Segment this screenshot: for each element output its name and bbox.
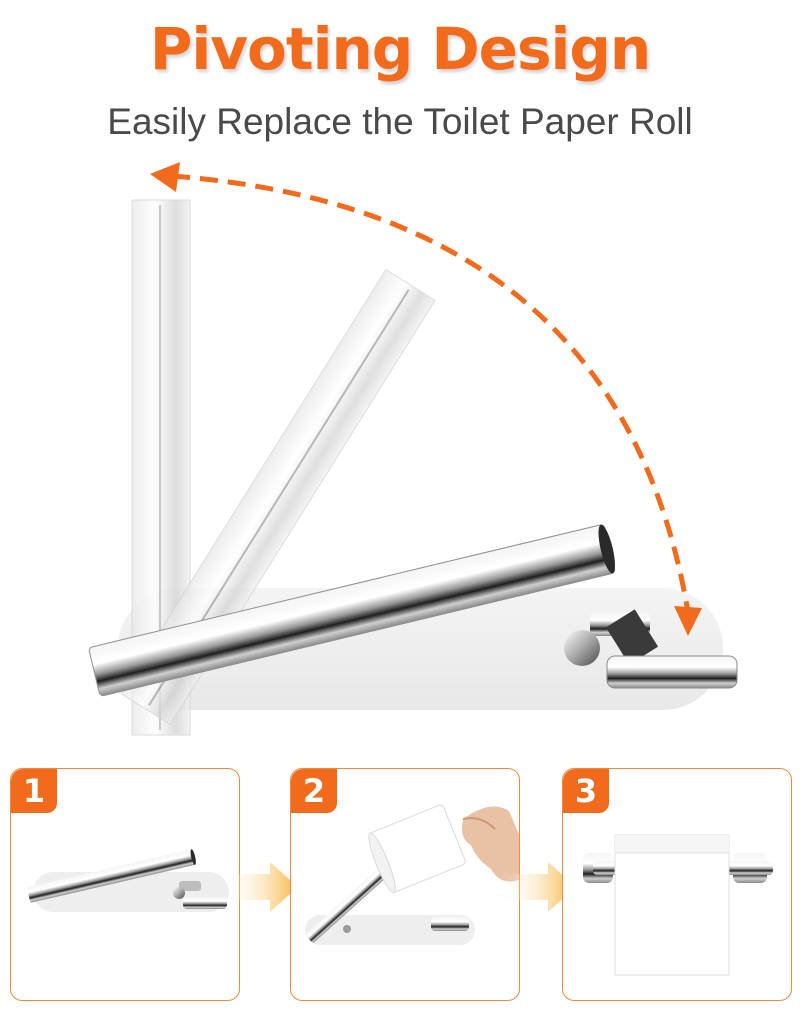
page-subtitle: Easily Replace the Toilet Paper Roll [107, 101, 693, 142]
pivot-arrow [150, 162, 702, 636]
step-1-illustration [27, 849, 229, 912]
hero-illustration [88, 162, 738, 736]
page-title: Pivoting Design [149, 15, 651, 83]
step-number-badge: 1 [11, 769, 57, 813]
next-arrow-2 [500, 862, 576, 912]
bar-chrome-lowered [88, 524, 616, 697]
step-card-2: 2 [290, 768, 520, 1001]
step-3-illustration [583, 834, 773, 976]
next-arrow-1 [222, 862, 298, 912]
step-number-badge: 2 [291, 769, 337, 813]
step-card-1: 1 [10, 768, 240, 1001]
hinge-bracket [564, 609, 738, 689]
step-number-badge: 3 [563, 769, 609, 813]
step-card-3: 3 [562, 768, 792, 1001]
step-2-illustration [305, 804, 519, 945]
